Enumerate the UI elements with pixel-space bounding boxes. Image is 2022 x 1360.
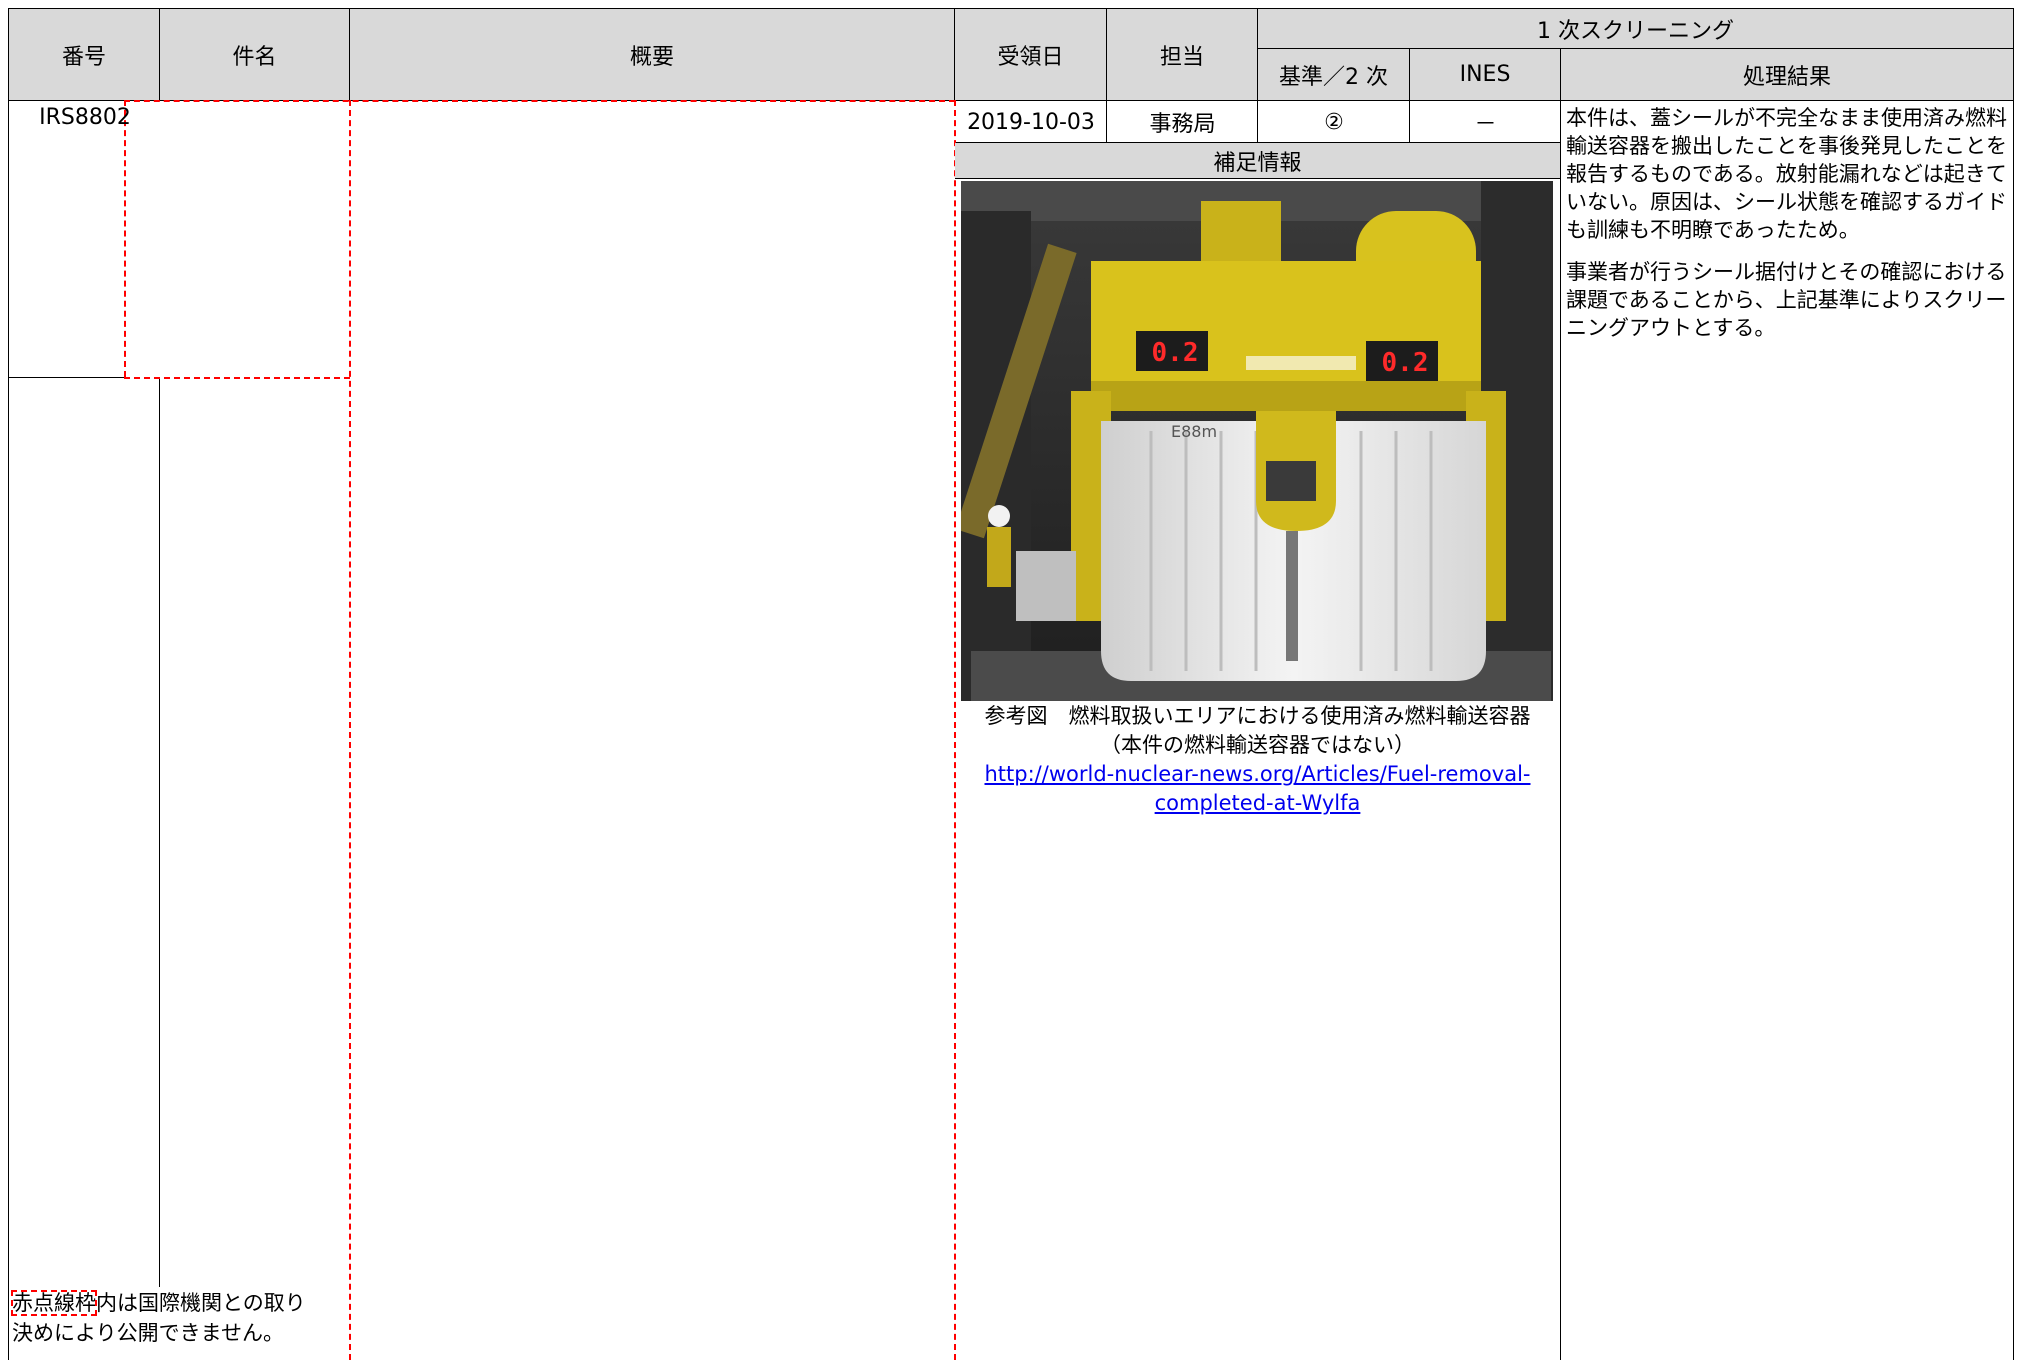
record-owner: 事務局 (1108, 102, 1257, 142)
redaction-footnote: 赤点線枠内は国際機関との取り 決めにより公開できません。 (11, 1288, 352, 1348)
grid-criteria-ines-divider (1409, 100, 1410, 142)
caption-line-1: 参考図 燃料取扱いエリアにおける使用済み燃料輸送容器 (984, 704, 1531, 728)
header-summary: 概要 (349, 8, 955, 101)
record-ines: － (1411, 102, 1560, 142)
header-title-label: 件名 (232, 44, 277, 70)
header-screening-group: 1 次スクリーニング (1257, 8, 2014, 49)
record-ines-text: － (1474, 112, 1497, 137)
grid-left-border (8, 100, 9, 1360)
reference-photo: 0.2 0.2 E88m (961, 181, 1553, 701)
record-number: IRS8802 (10, 102, 160, 134)
redaction-title-left (124, 100, 126, 377)
grid-ines-result-divider (1560, 100, 1561, 1360)
header-number: 番号 (8, 8, 160, 101)
header-owner: 担当 (1106, 8, 1258, 101)
footnote-line-1: 赤点線枠内は国際機関との取り (11, 1288, 352, 1318)
header-number-label: 番号 (61, 44, 106, 70)
header-criteria: 基準／2 次 (1257, 48, 1410, 101)
supplement-label: 補足情報 (955, 143, 1560, 179)
redaction-top-line (124, 100, 955, 102)
record-criteria: ② (1259, 102, 1409, 142)
redaction-title-bottom (124, 377, 350, 379)
header-received-label: 受領日 (997, 44, 1064, 70)
result-paragraph-2: 事業者が行うシール据付けとその確認における課題であることから、上記基準によりスク… (1566, 260, 2007, 340)
header-result-label: 処理結果 (1742, 64, 1831, 90)
caption-line-2: （本件の燃料輸送容器ではない） (1100, 733, 1415, 757)
header-received: 受領日 (954, 8, 1107, 101)
header-title: 件名 (159, 8, 350, 101)
photo-marking: E88m (1171, 422, 1217, 441)
grid-right-border (2013, 100, 2014, 1360)
grid-number-title-divider (159, 377, 160, 1287)
header-summary-label: 概要 (629, 44, 674, 70)
grid-number-row-divider (8, 377, 124, 378)
result-paragraph-1: 本件は、蓋シールが不完全なまま使用済み燃料輸送容器を搬出したことを事後発見したこ… (1566, 106, 2007, 242)
photo-caption: 参考図 燃料取扱いエリアにおける使用済み燃料輸送容器 （本件の燃料輸送容器ではな… (955, 702, 1560, 818)
header-owner-label: 担当 (1159, 44, 1204, 70)
record-criteria-text: ② (1324, 109, 1344, 135)
redaction-summary-right (954, 100, 956, 1360)
reference-link-line-2[interactable]: completed-at-Wylfa (1154, 791, 1361, 815)
grid-values-bottom (954, 142, 1561, 143)
photo-display-left: 0.2 (1152, 338, 1199, 368)
footnote-line-1-rest: 内は国際機関との取り (96, 1291, 306, 1315)
reference-link-line-1[interactable]: http://world-nuclear-news.org/Articles/F… (984, 762, 1531, 786)
header-ines: INES (1409, 48, 1561, 101)
grid-received-owner-divider (1106, 100, 1107, 142)
record-number-text: IRS8802 (39, 105, 131, 130)
header-ines-label: INES (1459, 62, 1511, 87)
record-owner-text: 事務局 (1149, 112, 1216, 137)
footnote-line-2: 決めにより公開できません。 (12, 1321, 284, 1345)
record-result: 本件は、蓋シールが不完全なまま使用済み燃料輸送容器を搬出したことを事後発見したこ… (1566, 104, 2010, 356)
header-screening-label: 1 次スクリーニング (1537, 18, 1734, 44)
reference-photo-illustration: 0.2 0.2 E88m (961, 181, 1553, 701)
header-result: 処理結果 (1560, 48, 2014, 101)
photo-display-right: 0.2 (1382, 348, 1429, 378)
redaction-title-right (349, 100, 351, 1360)
reference-link[interactable]: http://world-nuclear-news.org/Articles/F… (955, 760, 1560, 818)
record-received-text: 2019-10-03 (967, 109, 1095, 135)
header-criteria-label: 基準／2 次 (1279, 64, 1388, 90)
record-received: 2019-10-03 (956, 102, 1106, 142)
supplement-label-text: 補足情報 (1213, 150, 1302, 176)
grid-owner-criteria-divider (1257, 100, 1258, 142)
footnote-boxed-text: 赤点線枠 (11, 1290, 97, 1316)
